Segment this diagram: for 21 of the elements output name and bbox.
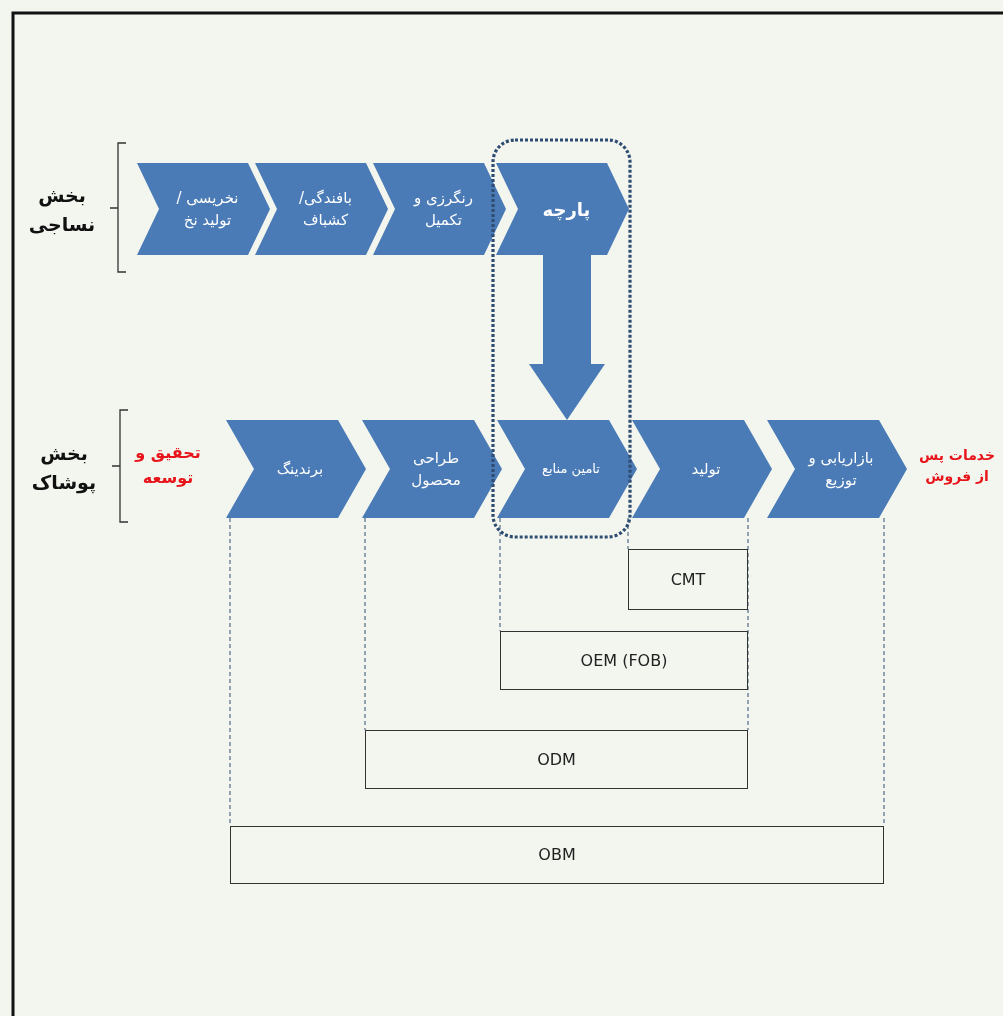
chevron-step: تولید: [632, 420, 772, 518]
chevron-step: نخریسی / تولید نخ: [137, 163, 270, 255]
chevron-step: بافندگی/ کشباف: [255, 163, 388, 255]
side-label: خدمات پس از فروش: [917, 445, 997, 487]
chevron-step: بازاریابی و توزیع: [767, 420, 907, 518]
chevron-step: تامین منابع: [497, 420, 637, 518]
connector-line: [364, 517, 366, 731]
connector-line: [747, 517, 749, 731]
chevron-step: پارچه: [496, 163, 629, 255]
side-label: بخش پوشاک: [30, 440, 98, 496]
span-box: CMT: [628, 549, 748, 610]
chevron-step: طراحی محصول: [362, 420, 502, 518]
side-label: بخش نساجی: [27, 182, 97, 237]
span-box: OEM (FOB): [500, 631, 748, 690]
side-label: تحقیق و توسعه: [133, 442, 202, 489]
span-box: OBM: [230, 826, 884, 884]
connector-line: [499, 517, 501, 632]
chevron-step: رنگرزی و تکمیل: [373, 163, 506, 255]
span-box: ODM: [365, 730, 748, 789]
connector-line: [627, 517, 629, 550]
chevron-step: برندینگ: [226, 420, 366, 518]
